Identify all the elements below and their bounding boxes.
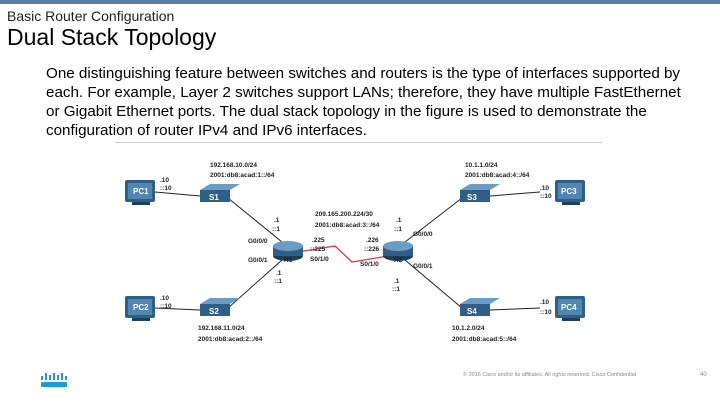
lan3-ipv4: 10.1.1.0/24 — [465, 162, 498, 169]
pc1-ipv6-host: ::10 — [160, 185, 172, 192]
r1-s010-ipv4-host: .225 — [312, 237, 325, 244]
pc4-icon[interactable]: PC4 — [555, 296, 585, 321]
lan2-ipv6: 2001:db8:acad:2::/64 — [198, 336, 263, 343]
pc2-icon[interactable]: PC2 — [125, 296, 155, 321]
lan4-ipv6: 2001:db8:acad:5::/64 — [452, 336, 517, 343]
link-s4-r2 — [404, 259, 463, 309]
switch-s4-icon[interactable]: S4 — [460, 298, 500, 316]
switch-s2-icon[interactable]: S2 — [200, 298, 240, 316]
r2-g001-label: G0/0/1 — [413, 263, 433, 270]
page-title: Dual Stack Topology — [7, 24, 217, 50]
r1-g000-label: G0/0/0 — [248, 238, 268, 245]
body-text: One distinguishing feature between switc… — [46, 65, 681, 139]
serial-link-r1-r2 — [297, 245, 389, 263]
r2-g001-ipv6-host: ::1 — [392, 286, 400, 293]
pc4-ipv4-host: .10 — [540, 299, 549, 306]
pc3-ipv6-host: ::10 — [540, 193, 552, 200]
s1-label: S1 — [209, 193, 219, 202]
cisco-logo — [41, 373, 67, 387]
link-pc1-s1 — [154, 191, 201, 197]
pc3-label: PC3 — [561, 187, 577, 196]
r2-s010-label: S0/1/0 — [360, 261, 379, 268]
link-pc2-s2 — [154, 307, 201, 311]
link-s1-r1 — [227, 197, 283, 243]
r1-s010-label: S0/1/0 — [310, 256, 329, 263]
r2-s010-ipv6-host: ::226 — [364, 246, 380, 253]
r2-g000-ipv6-host: ::1 — [394, 226, 402, 233]
r2-s010-ipv4-host: .226 — [366, 237, 379, 244]
lan1-ipv6: 2001:db8:acad:1::/64 — [210, 172, 275, 179]
r1-g000-ipv6-host: ::1 — [272, 226, 280, 233]
s4-label: S4 — [467, 307, 477, 316]
pc3-icon[interactable]: PC3 — [555, 180, 585, 205]
lan1-ipv4: 192.168.10.0/24 — [210, 162, 257, 169]
r1-s010-ipv6-host: ::225 — [310, 246, 326, 253]
pc3-ipv4-host: .10 — [540, 185, 549, 192]
page-subtitle: Basic Router Configuration — [7, 8, 175, 24]
pc2-label: PC2 — [133, 303, 149, 312]
link-s2-r1 — [227, 259, 283, 309]
lan4-ipv4: 10.1.2.0/24 — [452, 325, 485, 332]
r1-g001-ipv4-host: .1 — [276, 270, 282, 277]
pc4-ipv6-host: ::10 — [540, 309, 552, 316]
page-number: 40 — [700, 372, 707, 378]
pc1-ipv4-host: .10 — [160, 177, 169, 184]
link-s4-pc4 — [489, 307, 541, 311]
s2-label: S2 — [209, 307, 219, 316]
wan-ipv6: 2001:db8:acad:3::/64 — [315, 222, 380, 229]
pc4-label: PC4 — [561, 303, 577, 312]
router-r2-icon[interactable]: R2 — [383, 241, 413, 264]
r2-g000-ipv4-host: .1 — [396, 217, 402, 224]
pc2-ipv4-host: .10 — [160, 295, 169, 302]
pc1-icon[interactable]: PC1 — [125, 180, 155, 205]
pc2-ipv6-host: ::10 — [160, 303, 172, 310]
r2-g000-label: G0/0/0 — [413, 231, 433, 238]
top-accent-bar — [0, 0, 720, 4]
router-r1-icon[interactable]: R1 — [273, 241, 303, 264]
r1-g000-ipv4-host: .1 — [274, 217, 280, 224]
copyright-text: © 2016 Cisco and/or its affiliates. All … — [463, 372, 637, 378]
link-s3-r2 — [404, 197, 463, 243]
r1-g001-label: G0/0/1 — [248, 257, 268, 264]
link-s3-pc3 — [489, 191, 541, 197]
s3-label: S3 — [467, 193, 477, 202]
pc1-label: PC1 — [133, 187, 149, 196]
r1-label: R1 — [284, 257, 293, 264]
wan-ipv4: 209.165.200.224/30 — [315, 211, 373, 218]
lan3-ipv6: 2001:db8:acad:4::/64 — [465, 172, 530, 179]
r2-label: R2 — [394, 257, 403, 264]
topology-divider — [115, 142, 602, 143]
r2-g001-ipv4-host: .1 — [394, 278, 400, 285]
switch-s3-icon[interactable]: S3 — [460, 184, 500, 202]
lan2-ipv4: 192.168.11.0/24 — [198, 325, 245, 332]
r1-g001-ipv6-host: ::1 — [274, 278, 282, 285]
switch-s1-icon[interactable]: S1 — [200, 184, 240, 202]
